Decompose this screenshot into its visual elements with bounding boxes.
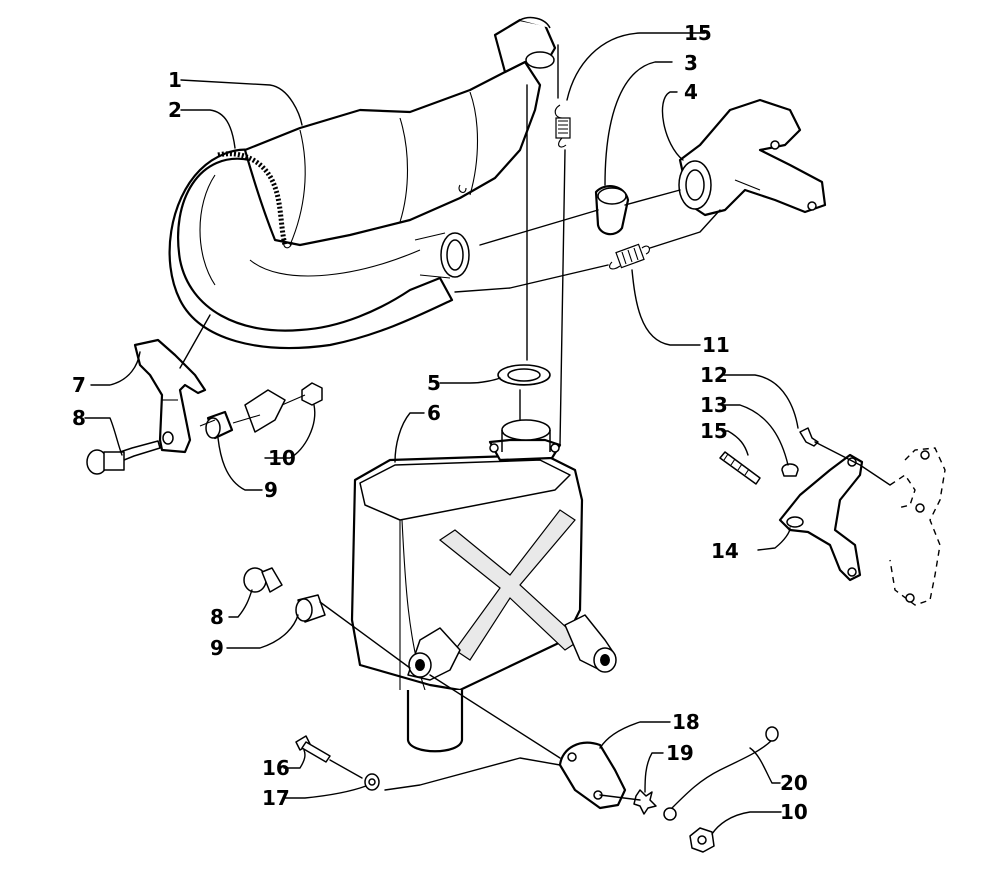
- callout-18: 18: [672, 710, 700, 734]
- lower-bracket-assembly: [295, 726, 779, 853]
- spring-lower: [609, 243, 651, 270]
- expansion-chamber-pipe: [168, 16, 557, 350]
- lower-mount-hardware: [243, 567, 326, 623]
- callout-7: 7: [72, 373, 86, 397]
- callout-6: 6: [427, 401, 441, 425]
- callout-17: 17: [262, 786, 290, 810]
- exhaust-manifold: [678, 98, 827, 217]
- callout-4: 4: [684, 80, 698, 104]
- callout-5: 5: [427, 371, 441, 395]
- callout-15-right: 15: [700, 419, 728, 443]
- callout-8-lower: 8: [210, 605, 224, 629]
- pipe-bracket-assembly: [86, 338, 323, 475]
- callout-16: 16: [262, 756, 290, 780]
- callout-8: 8: [72, 406, 86, 430]
- callout-12: 12: [700, 363, 728, 387]
- callout-11: 11: [702, 333, 730, 357]
- callout-3: 3: [684, 51, 698, 75]
- callout-9: 9: [264, 478, 278, 502]
- callout-9-lower: 9: [210, 636, 224, 660]
- callout-14: 14: [711, 539, 739, 563]
- callout-10: 10: [268, 446, 296, 470]
- callout-19: 19: [666, 741, 694, 765]
- seal-ring: [594, 185, 630, 236]
- muffler-assembly: [350, 364, 617, 753]
- spring-upper: [554, 104, 571, 148]
- callout-13: 13: [700, 393, 728, 417]
- callout-15: 15: [684, 21, 712, 45]
- callout-leaders: [84, 32, 799, 835]
- callout-labels: 1 2 15 3 4 11 7 8 10 9 5 6 12 13 15 14 8…: [72, 21, 808, 824]
- callout-1: 1: [168, 68, 182, 92]
- frame-bracket-assembly: [719, 427, 946, 606]
- callout-20: 20: [780, 771, 808, 795]
- callout-2: 2: [168, 98, 182, 122]
- callout-10-lower: 10: [780, 800, 808, 824]
- assembly-lines: [319, 44, 891, 801]
